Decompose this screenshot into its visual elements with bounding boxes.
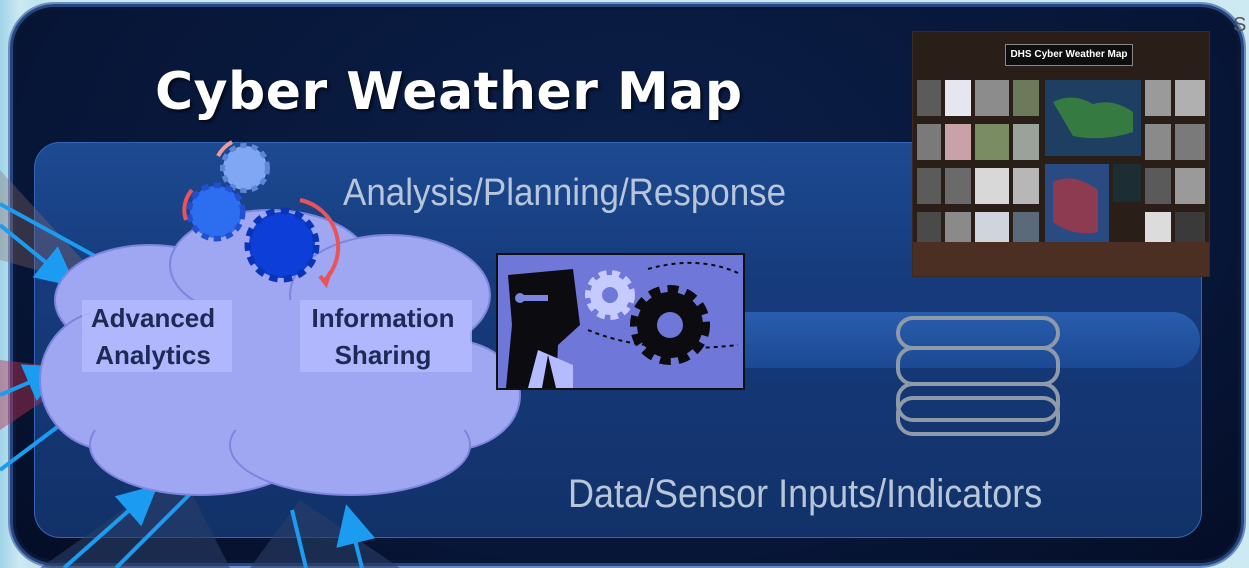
gear-icon bbox=[186, 182, 246, 242]
advanced-analytics-line-2: Analytics bbox=[95, 340, 211, 370]
information-sharing-line-2: Sharing bbox=[334, 340, 432, 370]
advanced-analytics-line-1: Advanced bbox=[90, 303, 216, 333]
information-sharing-label: Information Sharing bbox=[290, 300, 476, 374]
command-center-photo: DHS Cyber Weather Map bbox=[912, 31, 1210, 277]
information-sharing-line-1: Information bbox=[311, 303, 455, 333]
page-title: Cyber Weather Map bbox=[155, 62, 743, 122]
edge-text-fragment: S bbox=[1233, 14, 1247, 36]
analysis-layer-label: Analysis/Planning/Response bbox=[343, 172, 787, 214]
gear-icon bbox=[244, 207, 320, 283]
advanced-analytics-label: Advanced Analytics bbox=[72, 300, 234, 374]
rotation-arrows bbox=[182, 140, 341, 289]
person-gears-icon bbox=[496, 253, 745, 390]
data-layer-label: Data/Sensor Inputs/Indicators bbox=[568, 472, 1043, 516]
gear-icon bbox=[220, 143, 270, 193]
photo-caption: DHS Cyber Weather Map bbox=[1005, 44, 1133, 66]
